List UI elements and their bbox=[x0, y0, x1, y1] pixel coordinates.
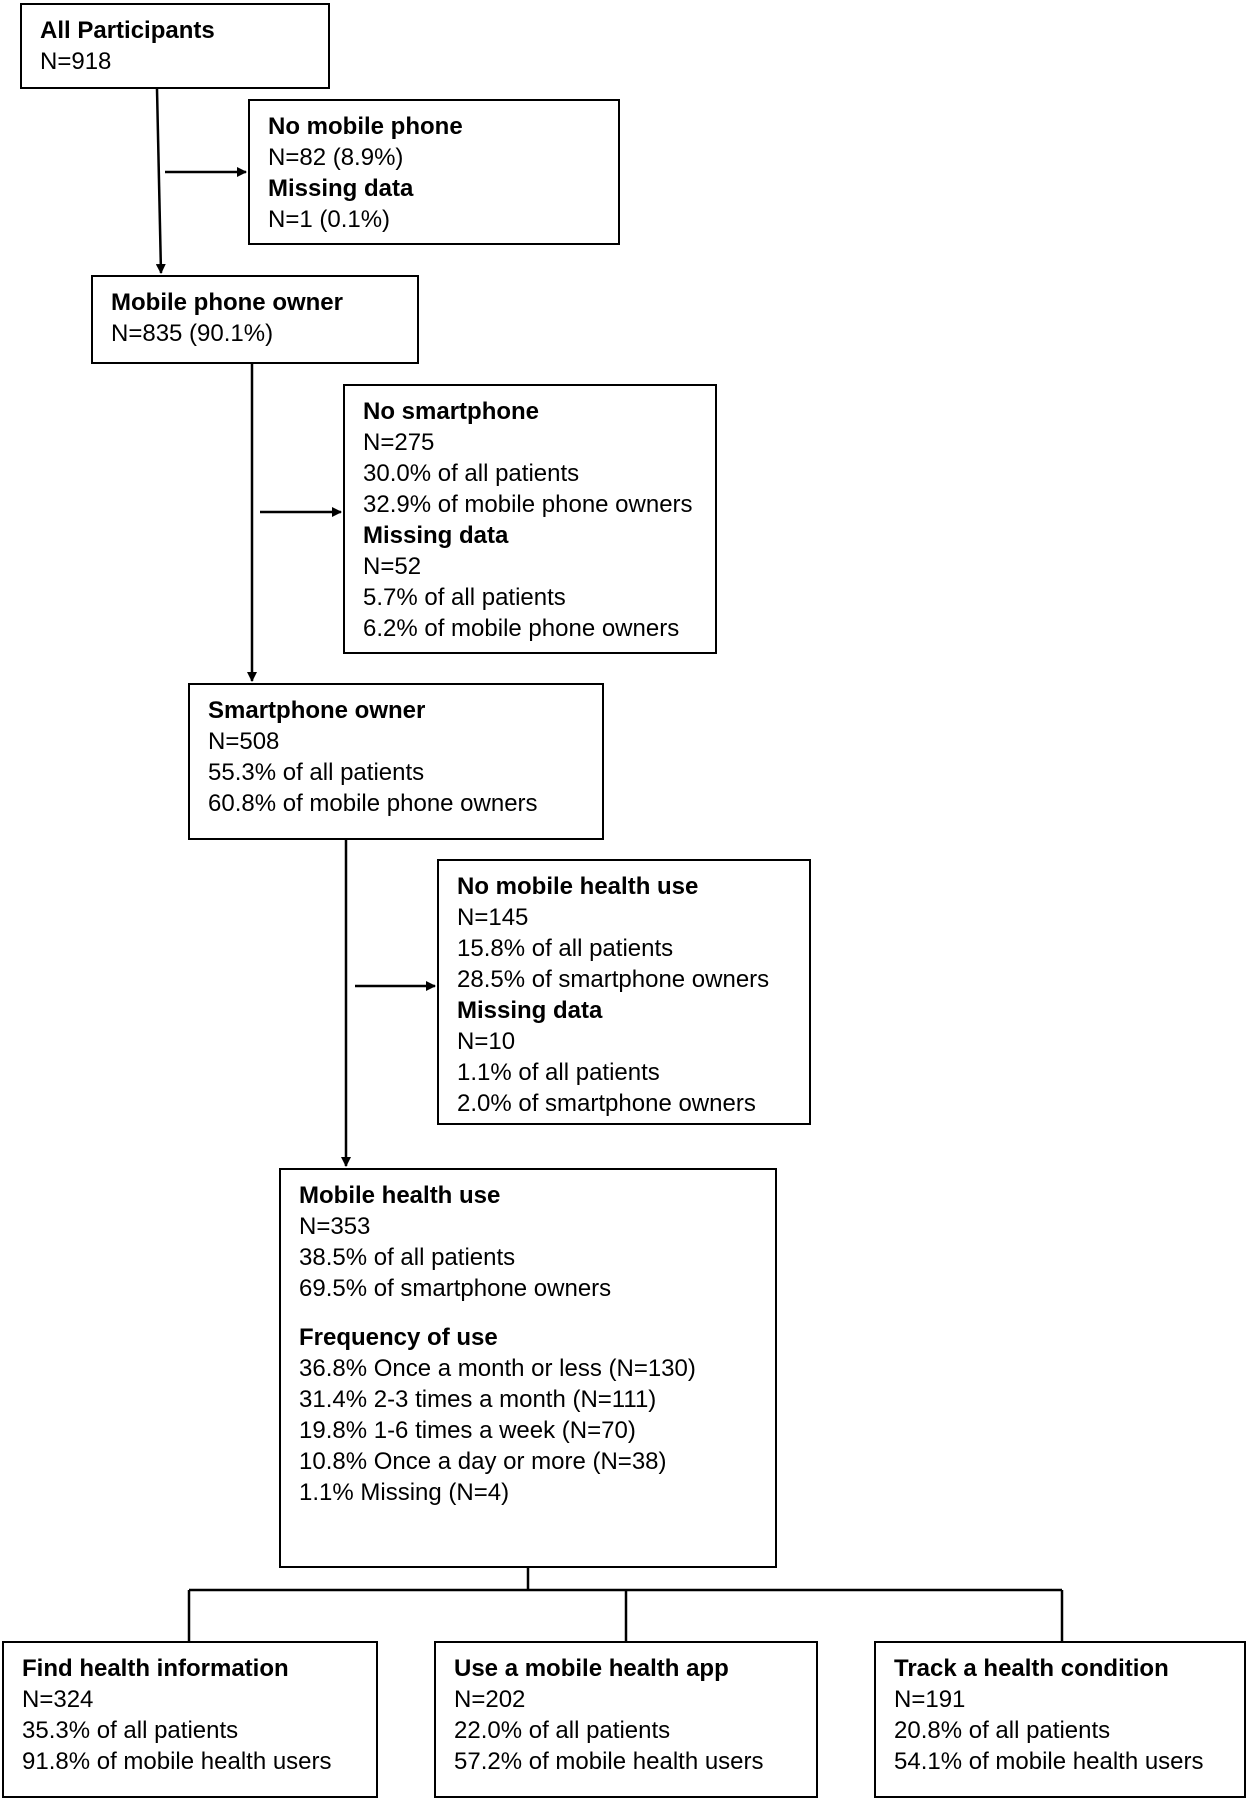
no-smartphone-line: 30.0% of all patients bbox=[363, 460, 580, 487]
no-mobile-phone-box: No mobile phone N=82 (8.9%) Missing data… bbox=[248, 99, 620, 245]
smartphone-owner-box: Smartphone owner N=508 55.3% of all pati… bbox=[188, 683, 604, 840]
mobile-health-use-title: Mobile health use bbox=[299, 1182, 501, 1209]
no-mobile-health-use-line: 28.5% of smartphone owners bbox=[457, 966, 770, 993]
missing-data-title: Missing data bbox=[363, 522, 509, 549]
mobile-phone-owner-title: Mobile phone owner bbox=[111, 289, 343, 316]
find-health-information-line: 91.8% of mobile health users bbox=[22, 1748, 332, 1775]
smartphone-owner-line: 60.8% of mobile phone owners bbox=[208, 790, 538, 817]
missing-data-line: 1.1% of all patients bbox=[457, 1059, 660, 1086]
missing-data-line: 2.0% of smartphone owners bbox=[457, 1090, 756, 1117]
missing-data-line: 5.7% of all patients bbox=[363, 584, 566, 611]
missing-data-line: N=10 bbox=[457, 1028, 516, 1055]
no-smartphone-title: No smartphone bbox=[363, 398, 540, 425]
missing-data-title: Missing data bbox=[457, 997, 603, 1024]
no-mobile-health-use-title: No mobile health use bbox=[457, 873, 699, 900]
missing-data-line: N=52 bbox=[363, 553, 422, 580]
all-participants-line: N=918 bbox=[40, 48, 112, 75]
find-health-information-box: Find health information N=324 35.3% of a… bbox=[2, 1641, 378, 1798]
use-mobile-health-app-line: N=202 bbox=[454, 1686, 526, 1713]
smartphone-owner-line: N=508 bbox=[208, 728, 280, 755]
use-mobile-health-app-line: 57.2% of mobile health users bbox=[454, 1748, 764, 1775]
missing-data-title: Missing data bbox=[268, 175, 414, 202]
find-health-information-line: 35.3% of all patients bbox=[22, 1717, 239, 1744]
smartphone-owner-line: 55.3% of all patients bbox=[208, 759, 425, 786]
no-smartphone-box: No smartphone N=275 30.0% of all patient… bbox=[343, 384, 717, 654]
mobile-health-use-box: Mobile health use N=353 38.5% of all pat… bbox=[279, 1168, 777, 1568]
mobile-health-use-line: 69.5% of smartphone owners bbox=[299, 1275, 612, 1302]
no-smartphone-line: 32.9% of mobile phone owners bbox=[363, 491, 693, 518]
no-mobile-health-use-line: 15.8% of all patients bbox=[457, 935, 674, 962]
all-participants-title: All Participants bbox=[40, 17, 215, 44]
track-health-condition-line: 54.1% of mobile health users bbox=[894, 1748, 1204, 1775]
no-mobile-health-use-box: No mobile health use N=145 15.8% of all … bbox=[437, 859, 811, 1125]
smartphone-owner-title: Smartphone owner bbox=[208, 697, 426, 724]
mobile-health-use-line: N=353 bbox=[299, 1213, 371, 1240]
mobile-health-use-line: 38.5% of all patients bbox=[299, 1244, 516, 1271]
no-mobile-phone-line: N=82 (8.9%) bbox=[268, 144, 404, 171]
find-health-information-title: Find health information bbox=[22, 1655, 289, 1682]
track-health-condition-line: N=191 bbox=[894, 1686, 966, 1713]
use-mobile-health-app-box: Use a mobile health app N=202 22.0% of a… bbox=[434, 1641, 818, 1798]
track-health-condition-title: Track a health condition bbox=[894, 1655, 1169, 1682]
use-mobile-health-app-title: Use a mobile health app bbox=[454, 1655, 729, 1682]
all-participants-box: All Participants N=918 bbox=[20, 3, 330, 89]
frequency-of-use-title: Frequency of use bbox=[299, 1324, 498, 1351]
spacer bbox=[299, 1304, 757, 1322]
missing-data-line: N=1 (0.1%) bbox=[268, 206, 391, 233]
mobile-phone-owner-line: N=835 (90.1%) bbox=[111, 320, 274, 347]
frequency-line: 10.8% Once a day or more (N=38) bbox=[299, 1448, 667, 1475]
frequency-line: 19.8% 1-6 times a week (N=70) bbox=[299, 1417, 636, 1444]
frequency-line: 31.4% 2-3 times a month (N=111) bbox=[299, 1386, 657, 1413]
frequency-line: 1.1% Missing (N=4) bbox=[299, 1479, 510, 1506]
find-health-information-line: N=324 bbox=[22, 1686, 94, 1713]
frequency-line: 36.8% Once a month or less (N=130) bbox=[299, 1355, 696, 1382]
missing-data-line: 6.2% of mobile phone owners bbox=[363, 615, 680, 642]
no-smartphone-line: N=275 bbox=[363, 429, 435, 456]
arrow-all-to-mobile-owner bbox=[155, 88, 166, 274]
track-health-condition-box: Track a health condition N=191 20.8% of … bbox=[874, 1641, 1246, 1798]
track-health-condition-line: 20.8% of all patients bbox=[894, 1717, 1111, 1744]
use-mobile-health-app-line: 22.0% of all patients bbox=[454, 1717, 671, 1744]
no-mobile-health-use-line: N=145 bbox=[457, 904, 529, 931]
no-mobile-phone-title: No mobile phone bbox=[268, 113, 463, 140]
mobile-phone-owner-box: Mobile phone owner N=835 (90.1%) bbox=[91, 275, 419, 364]
